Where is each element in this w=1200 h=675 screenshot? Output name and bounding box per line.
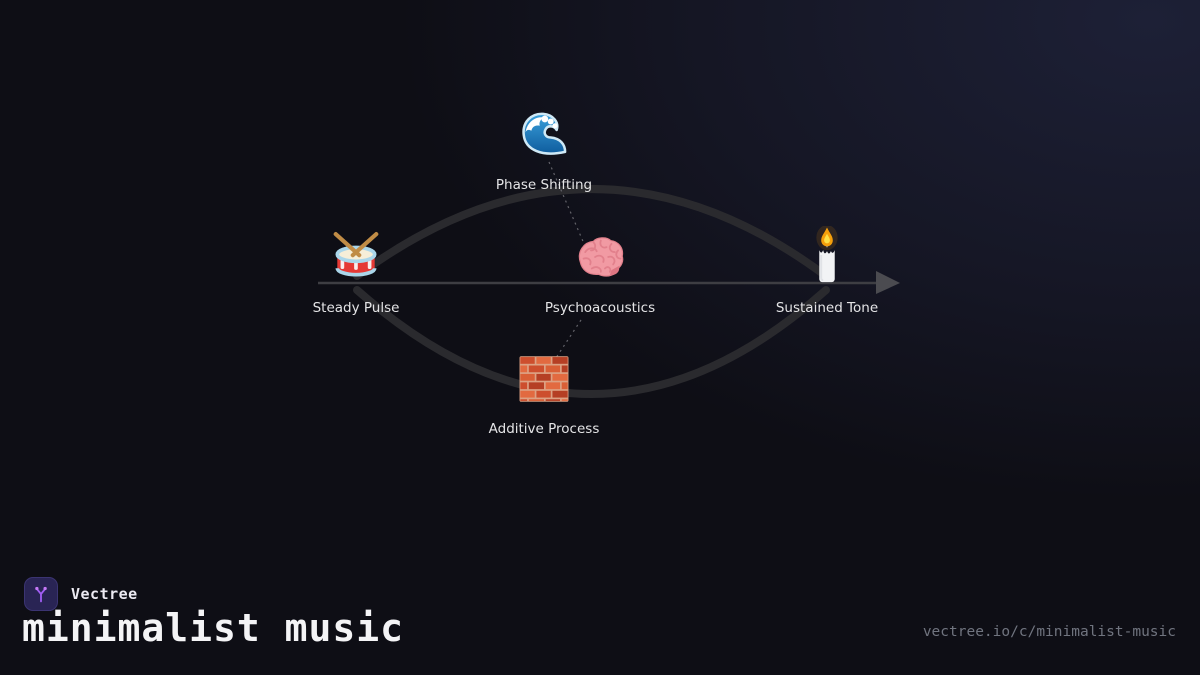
node-label-phase-shifting: Phase Shifting	[495, 177, 593, 193]
node-label-additive-process: Additive Process	[488, 421, 600, 437]
node-phase-shifting: Phase Shifting	[444, 109, 644, 194]
brand-row: Vectree	[24, 577, 138, 611]
node-additive-process: Additive Process	[444, 352, 644, 438]
node-sustained-tone: Sustained Tone	[727, 226, 927, 317]
page-url: vectree.io/c/minimalist-music	[922, 624, 1176, 640]
connector-psycho-to-additive	[545, 319, 582, 374]
vectree-branch-icon	[35, 586, 47, 603]
candle-icon	[816, 226, 838, 283]
node-label-steady-pulse: Steady Pulse	[312, 300, 400, 316]
vectree-logo-badge	[24, 577, 58, 611]
upper-arc-edge	[353, 185, 830, 280]
ocean-wave-icon	[522, 112, 567, 155]
node-label-psychoacoustics: Psychoacoustics	[544, 300, 656, 316]
brand-name: Vectree	[71, 585, 138, 603]
node-psychoacoustics: Psychoacoustics	[500, 234, 700, 317]
brick-wall-icon	[519, 356, 569, 402]
page-title: minimalist music	[22, 606, 405, 650]
node-label-sustained-tone: Sustained Tone	[775, 300, 879, 316]
brain-icon	[578, 237, 624, 277]
drum-icon	[333, 232, 379, 277]
axis-arrowhead-icon	[876, 271, 900, 294]
node-steady-pulse: Steady Pulse	[256, 230, 456, 317]
lower-arc-edge	[353, 286, 830, 398]
